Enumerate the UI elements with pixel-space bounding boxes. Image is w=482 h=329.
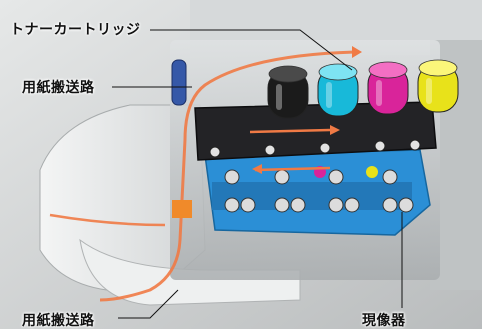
- fixing-unit: [172, 200, 192, 218]
- toner-cartridge-3: [367, 61, 409, 115]
- label-paper-path-upper: 用紙搬送路: [22, 80, 95, 96]
- label-toner-cartridge: トナーカートリッジ: [10, 22, 141, 38]
- developer-rollers: [224, 166, 414, 213]
- paper-path: [99, 50, 356, 302]
- toner-cartridge-2: [317, 63, 359, 117]
- paper-path-arrow-mid: [330, 125, 340, 135]
- label-paper-path-lower: 用紙搬送路: [22, 313, 95, 329]
- paper-path-arrow-top: [352, 46, 362, 58]
- small-cartridge: [171, 59, 187, 106]
- toner-cartridges: [267, 59, 459, 119]
- paper-path-arrow-low: [252, 164, 262, 174]
- leader-paper-lower: [118, 289, 179, 319]
- belt-knobs: [209, 139, 421, 158]
- leader-lines: [112, 29, 403, 319]
- paper-path-belt: [249, 128, 331, 172]
- toner-cartridge-1: [267, 65, 309, 119]
- leader-toner: [150, 29, 353, 71]
- paper-path-lower: [49, 213, 166, 227]
- toner-cartridge-4: [417, 59, 459, 113]
- label-developer: 現像器: [362, 313, 406, 329]
